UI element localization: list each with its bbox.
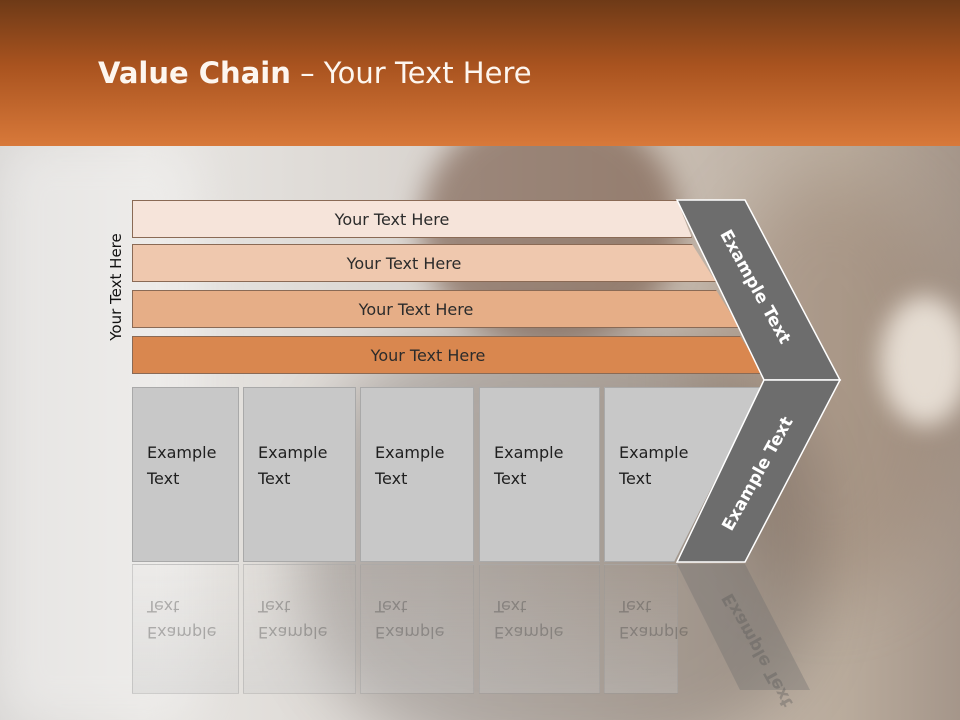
column-label: Example Text: [147, 443, 217, 488]
band-row-3[interactable]: Your Text Here: [132, 290, 740, 328]
band-label: Your Text Here: [334, 209, 450, 229]
column-label: Example Text: [258, 443, 328, 488]
arrow-lower-half: [675, 379, 842, 563]
activity-column-2[interactable]: Example Text: [243, 387, 356, 562]
band-row-4[interactable]: Your Text Here: [132, 336, 764, 374]
slide-title: Value Chain – Your Text Here: [98, 56, 532, 90]
activity-column-4[interactable]: Example Text: [479, 387, 600, 562]
band-label: Your Text Here: [370, 345, 486, 365]
band-row-2[interactable]: Your Text Here: [132, 244, 716, 282]
arrow-reflection: [677, 564, 810, 690]
background-photo: [0, 146, 960, 720]
title-bar: [0, 0, 960, 146]
column-label: Example Text: [494, 443, 564, 488]
band-label: Your Text Here: [346, 253, 462, 273]
band-label: Your Text Here: [358, 299, 474, 319]
activity-column-1[interactable]: Example Text: [132, 387, 239, 562]
activity-column-3[interactable]: Example Text: [360, 387, 474, 562]
title-rest: – Your Text Here: [290, 56, 532, 90]
band-row-1[interactable]: Your Text Here: [132, 200, 692, 238]
column-label: Example Text: [375, 443, 445, 488]
column-label: Example Text: [619, 443, 689, 488]
title-bold: Value Chain: [98, 56, 291, 90]
